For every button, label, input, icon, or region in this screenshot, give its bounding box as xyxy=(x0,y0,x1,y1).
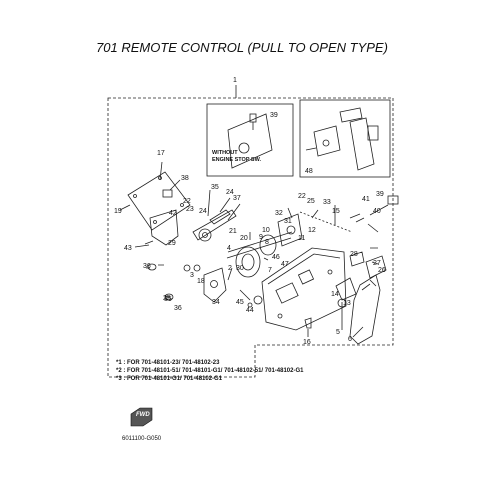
callout-label: 39 xyxy=(376,191,384,198)
fwd-label: FWD xyxy=(136,412,150,418)
callout-label: 45 xyxy=(236,299,244,306)
callout-label: 17 xyxy=(157,150,165,157)
callout-label: 24 xyxy=(226,189,234,196)
callout-label: 42 xyxy=(169,210,177,217)
footnote: *2 : FOR 701-48101-51/ 701-48101-G1/ 701… xyxy=(116,368,304,374)
callout-label: 31 xyxy=(284,218,292,225)
main-assembly-boundary xyxy=(107,97,394,378)
throttle-arm-assembly xyxy=(192,209,237,242)
fwd-arrow-icon xyxy=(130,407,153,427)
callout-label: 3 xyxy=(190,272,194,279)
callout-label: 34 xyxy=(212,299,220,306)
callout-label: 35 xyxy=(164,296,172,303)
callout-label: 23 xyxy=(186,206,194,213)
callout-label: 43 xyxy=(124,245,132,252)
diagram-title: 701 REMOTE CONTROL (PULL TO OPEN TYPE) xyxy=(96,40,388,55)
callout-label: 8 xyxy=(265,239,269,246)
cam-plate-34 xyxy=(203,267,227,303)
inset-box-engine-stop xyxy=(206,103,294,177)
callout-label: 11 xyxy=(298,235,305,242)
callout-label: 1 xyxy=(233,77,237,84)
callout-label: 32 xyxy=(275,210,283,217)
callout-label: 24 xyxy=(199,208,207,215)
callout-label: 39 xyxy=(270,112,278,119)
callout-label: 37 xyxy=(233,195,241,202)
callout-label: 40 xyxy=(373,208,381,215)
callout-label: 30 xyxy=(236,265,244,272)
callout-label: 5 xyxy=(336,329,340,336)
callout-label: 9 xyxy=(259,234,263,241)
inset-caption-line: ENGINE STOP SW. xyxy=(212,157,262,163)
callout-label: 20 xyxy=(240,235,248,242)
callout-label: 33 xyxy=(323,199,331,206)
inset-caption-line: WITHOUT xyxy=(212,150,238,156)
callout-label: 44 xyxy=(246,307,254,314)
callout-label: 25 xyxy=(307,198,315,205)
callout-label: 22 xyxy=(183,198,191,205)
callout-label: 35 xyxy=(211,184,219,191)
callout-label: 12 xyxy=(308,227,316,234)
callout-label: 36 xyxy=(143,263,151,270)
callout-label: 48 xyxy=(305,168,313,175)
callout-label: 28 xyxy=(350,251,358,258)
callout-label: 46 xyxy=(272,254,280,261)
callout-label: 18 xyxy=(197,278,205,285)
figure-code: 6011100-G050 xyxy=(122,436,162,442)
callout-label: 15 xyxy=(332,208,340,215)
callout-label: 16 xyxy=(303,339,311,346)
shift-gear-assembly xyxy=(226,231,293,281)
callout-label: 47 xyxy=(281,261,289,268)
inset-lever-parts xyxy=(305,107,379,171)
callout-label: 10 xyxy=(262,227,270,234)
callout-label: 14 xyxy=(331,291,339,298)
callout-label: 13 xyxy=(343,300,351,307)
callout-label: 38 xyxy=(181,175,189,182)
callout-label: 26 xyxy=(378,267,386,274)
callout-label: 7 xyxy=(268,267,272,274)
callout-label: 41 xyxy=(362,196,370,203)
callout-label: 29 xyxy=(168,240,176,247)
footnote: *1 : FOR 701-48101-23/ 701-48102-23 xyxy=(116,360,220,366)
callout-label: 25 xyxy=(163,295,171,302)
control-handle-6 xyxy=(349,274,381,345)
callout-label: 4 xyxy=(227,245,231,252)
callout-label: 19 xyxy=(114,208,122,215)
callout-label: 36 xyxy=(174,305,182,312)
callout-label: 27 xyxy=(373,260,381,267)
inset-caption: WITHOUT ENGINE STOP SW. xyxy=(212,150,261,164)
inset-engine-stop-parts xyxy=(227,113,273,169)
cover-plate-19 xyxy=(127,171,191,231)
control-box-housing xyxy=(261,247,347,331)
callout-label: 22 xyxy=(298,193,306,200)
footnote: *3 : FOR 701-48101-G1/ 701-48102-G1 xyxy=(116,376,223,382)
callout-label: 6 xyxy=(348,336,352,343)
callout-label: 2 xyxy=(228,265,232,272)
callout-label: 21 xyxy=(229,228,237,235)
inset-box-lever-detail xyxy=(299,99,391,178)
